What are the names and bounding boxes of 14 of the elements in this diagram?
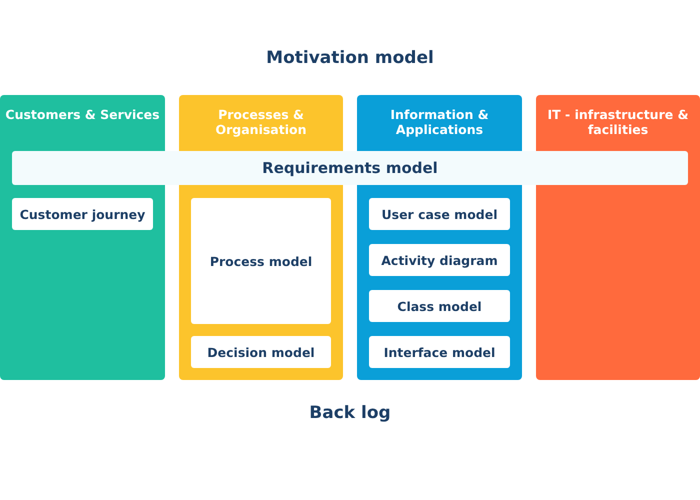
model-box: Process model xyxy=(191,198,331,324)
model-box: User case model xyxy=(369,198,510,230)
model-box: Customer journey xyxy=(12,198,153,230)
column-heading: Information & Applications xyxy=(389,107,490,137)
column-heading: Processes & Organisation xyxy=(214,107,308,137)
model-box: Class model xyxy=(369,290,510,322)
model-box: Interface model xyxy=(369,336,510,368)
column-heading: IT - infrastructure & facilities xyxy=(546,107,690,137)
layer-label: Back log xyxy=(308,403,392,423)
column-heading: Customers & Services xyxy=(4,107,161,122)
model-box: Activity diagram xyxy=(369,244,510,276)
title: Motivation model xyxy=(265,48,435,68)
model-box: Decision model xyxy=(191,336,331,368)
requirements-band: Requirements model xyxy=(12,151,688,185)
